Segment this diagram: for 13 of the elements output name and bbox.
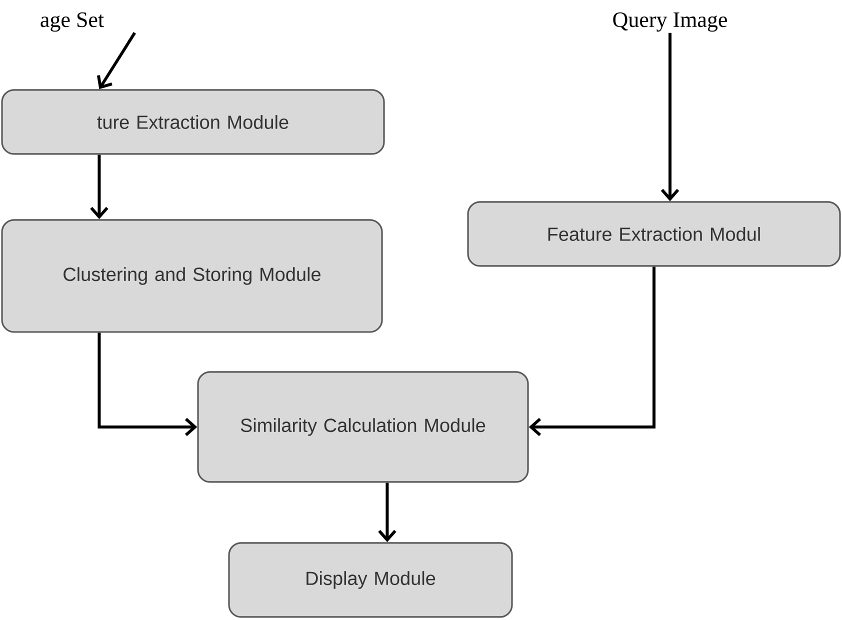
arrow: [660, 32, 680, 202]
input-label: Query Image: [613, 12, 727, 32]
arrow: [378, 482, 396, 542]
process-box: Display Module: [228, 542, 513, 618]
arrow: [90, 154, 108, 220]
arrow: [98, 332, 198, 436]
process-box: Clustering and Storing Module: [1, 219, 383, 333]
input-label: age Set: [40, 12, 104, 32]
arrow: [96, 32, 136, 90]
process-box: Similarity Calculation Module: [197, 371, 529, 483]
process-box: ture Extraction Module: [1, 89, 385, 155]
process-box: Feature Extraction Modul: [467, 201, 841, 267]
arrow: [528, 266, 656, 436]
